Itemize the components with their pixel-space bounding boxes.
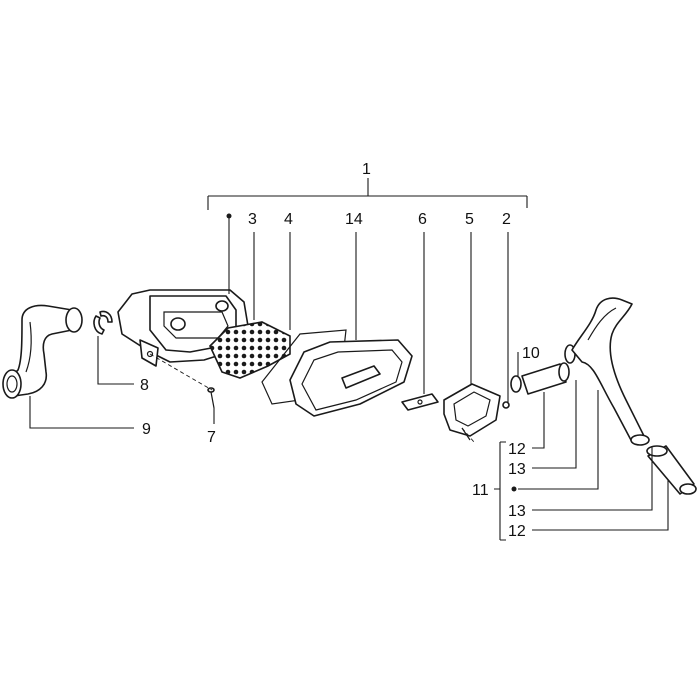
callout-10: 10 (522, 345, 540, 362)
callout-7: 7 (207, 429, 216, 446)
callout-12-upper: 12 (508, 441, 526, 458)
screw-part-7 (207, 387, 215, 409)
callout-13-lower: 13 (508, 503, 526, 520)
callout-2: 2 (502, 211, 511, 228)
group-bracket-1 (207, 178, 528, 210)
callout-14: 14 (345, 211, 363, 228)
leader-lines (29, 213, 669, 541)
callout-8: 8 (140, 377, 149, 394)
clamp-part-13-lower (630, 434, 650, 446)
callout-12-lower: 12 (508, 523, 526, 540)
callout-11: 11 (472, 482, 489, 499)
sleeve-part-12-lower (646, 445, 697, 495)
screw-part-2 (502, 401, 510, 409)
cover-part-14 (289, 339, 413, 417)
filter-mesh-part-3 (209, 321, 291, 379)
plate-part-6 (401, 393, 439, 411)
callout-labels: 1 3 4 14 6 5 2 8 9 7 10 12 13 11 13 12 (140, 161, 540, 540)
callout-4: 4 (284, 211, 293, 228)
callout-5: 5 (465, 211, 474, 228)
callout-13-upper: 13 (508, 461, 526, 478)
assembly-dashed-lines (149, 353, 475, 443)
sleeve-part-12-upper (521, 362, 570, 395)
valve-housing-part-5 (443, 383, 501, 441)
callout-6: 6 (418, 211, 427, 228)
air-box-housing (117, 289, 249, 367)
intake-hose-part-9 (2, 304, 83, 399)
callout-3: 3 (248, 211, 257, 228)
fitting-part-10 (510, 375, 522, 393)
hose-clip-part-8 (93, 310, 113, 335)
hose-part-11 (571, 297, 645, 443)
callout-9: 9 (142, 421, 151, 438)
callout-1: 1 (362, 161, 371, 178)
